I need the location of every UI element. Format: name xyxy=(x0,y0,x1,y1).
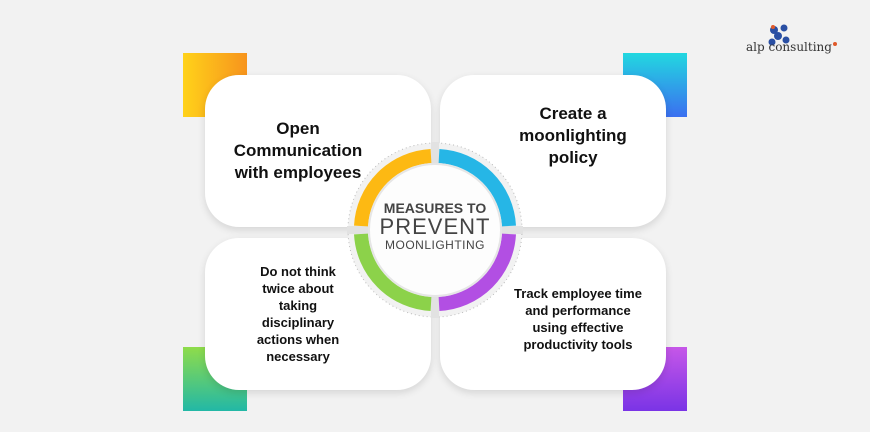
card-text: Open Communication with employees xyxy=(233,119,363,182)
center-ring xyxy=(347,142,523,318)
ring-segment-bottom-right xyxy=(438,233,516,311)
center-line-2: PREVENT xyxy=(379,214,491,239)
card-text: Do not think twice about taking discipli… xyxy=(256,264,340,364)
ring-segment-bottom-left xyxy=(354,233,432,311)
brand-logo-icon xyxy=(768,24,837,46)
center-line-1: MEASURES TO xyxy=(383,200,487,216)
brand-name: alp consulting xyxy=(746,40,832,54)
center-title: MEASURES TO PREVENT MOONLIGHTING xyxy=(363,200,507,253)
card-text: Track employee time and performance usin… xyxy=(514,286,642,352)
ring-segment-top-left xyxy=(354,149,432,227)
ring-segment-top-right xyxy=(438,149,516,227)
card-text: Create a moonlighting policy xyxy=(519,104,627,167)
center-line-3: MOONLIGHTING xyxy=(384,238,485,252)
